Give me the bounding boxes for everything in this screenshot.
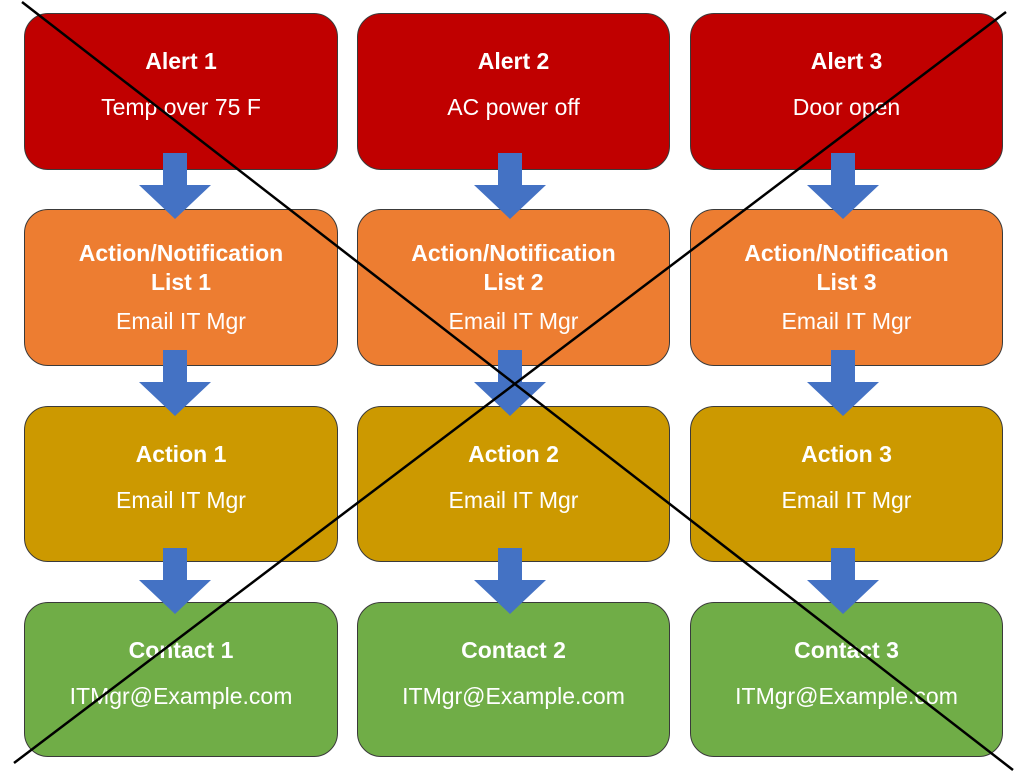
notification-box-2: Action/Notification List 2 Email IT Mgr	[357, 209, 670, 366]
notification-detail-3: Email IT Mgr	[781, 308, 912, 334]
action-box-2: Action 2 Email IT Mgr	[357, 406, 670, 562]
alert-detail-1: Temp over 75 F	[101, 94, 261, 120]
notification-box-3: Action/Notification List 3 Email IT Mgr	[690, 209, 1003, 366]
contact-box-2: Contact 2 ITMgr@Example.com	[357, 602, 670, 757]
action-detail-2: Email IT Mgr	[448, 487, 579, 513]
down-arrow-icon	[474, 153, 546, 219]
down-arrow-icon	[807, 350, 879, 416]
action-title-3: Action 3	[801, 441, 892, 467]
notification-detail-1: Email IT Mgr	[116, 308, 246, 334]
contact-detail-1: ITMgr@Example.com	[69, 683, 293, 709]
action-detail-3: Email IT Mgr	[781, 487, 912, 513]
action-box-1: Action 1 Email IT Mgr	[24, 406, 338, 562]
down-arrow-icon	[807, 548, 879, 614]
contact-title-2: Contact 2	[461, 637, 566, 663]
contact-detail-2: ITMgr@Example.com	[402, 683, 625, 709]
alert-box-2: Alert 2 AC power off	[357, 13, 670, 170]
alert-title-2: Alert 2	[477, 48, 550, 74]
notification-detail-2: Email IT Mgr	[448, 308, 579, 334]
alert-title-3: Alert 3	[810, 48, 883, 74]
notification-title-2: Action/Notification List 2	[411, 240, 616, 295]
notification-box-1: Action/Notification List 1 Email IT Mgr	[24, 209, 338, 366]
notification-title-3: Action/Notification List 3	[744, 240, 949, 295]
contact-box-3: Contact 3 ITMgr@Example.com	[690, 602, 1003, 757]
contact-detail-3: ITMgr@Example.com	[735, 683, 958, 709]
down-arrow-icon	[474, 548, 546, 614]
alert-detail-2: AC power off	[447, 94, 580, 120]
contact-box-1: Contact 1 ITMgr@Example.com	[24, 602, 338, 757]
action-detail-1: Email IT Mgr	[116, 487, 246, 513]
action-title-2: Action 2	[468, 441, 559, 467]
down-arrow-icon	[807, 153, 879, 219]
down-arrow-icon	[139, 350, 211, 416]
alert-box-1: Alert 1 Temp over 75 F	[24, 13, 338, 170]
contact-title-1: Contact 1	[128, 637, 234, 663]
notification-title-1: Action/Notification List 1	[78, 240, 284, 295]
action-box-3: Action 3 Email IT Mgr	[690, 406, 1003, 562]
alert-box-3: Alert 3 Door open	[690, 13, 1003, 170]
down-arrow-icon	[139, 153, 211, 219]
alert-detail-3: Door open	[792, 94, 901, 120]
action-title-1: Action 1	[135, 441, 227, 467]
alert-title-1: Alert 1	[145, 48, 217, 74]
down-arrow-icon	[139, 548, 211, 614]
down-arrow-icon	[474, 350, 546, 416]
contact-title-3: Contact 3	[794, 637, 899, 663]
